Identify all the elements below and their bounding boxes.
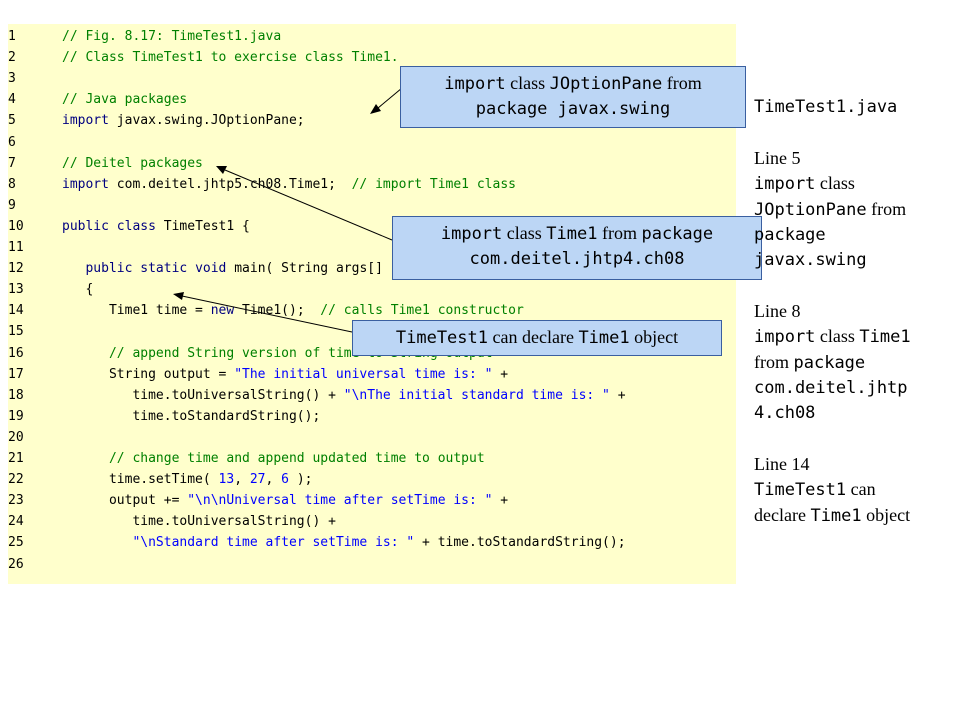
code-text: { — [62, 282, 94, 298]
line-number: 9 — [8, 197, 16, 213]
sidebar-title: TimeTest1.java — [754, 97, 898, 117]
code-text: // change time and append updated time t… — [108, 451, 485, 466]
line-number: 15 — [8, 324, 24, 340]
line-number: 17 — [8, 366, 24, 382]
code-text: public class TimeTest1 { — [62, 218, 250, 234]
note-heading: Line 5 — [754, 148, 801, 168]
line-number: 18 — [8, 387, 24, 403]
callout-package-name: package javax.swing — [475, 99, 671, 119]
line-number: 7 — [8, 155, 16, 171]
line-number: 14 — [8, 303, 24, 319]
code-text: time.toUniversalString() + — [62, 514, 336, 530]
callout-import-joptionpane: import class JOptionPane from package ja… — [400, 66, 746, 128]
callout-keyword: import — [440, 224, 503, 244]
note-text: class — [815, 326, 860, 346]
code-text: // Class TimeTest1 to exercise class Tim… — [62, 50, 399, 66]
line-number: 26 — [8, 556, 24, 572]
code-text: time.toStandardString(); — [62, 408, 321, 424]
callout-keyword: package — [641, 224, 714, 244]
callout-text: from — [597, 223, 642, 243]
note-package-name: com.deitel.jhtp — [754, 378, 908, 398]
callout-class-name: JOptionPane — [549, 74, 663, 94]
arrow-line-3 — [181, 295, 353, 333]
note-heading: Line 14 — [754, 454, 810, 474]
note-text: from — [866, 199, 907, 219]
callout-class-name: Time1 — [546, 224, 598, 244]
arrow-line-1 — [377, 87, 403, 109]
code-text: // Java packages — [62, 92, 188, 108]
line-number: 25 — [8, 535, 24, 551]
line-number: 20 — [8, 429, 24, 445]
code-text: Time1 time = new Time1(); // calls Time1… — [62, 303, 524, 319]
line-number: 11 — [8, 240, 24, 255]
callout-import-time1: import class Time1 from package com.deit… — [392, 216, 762, 280]
note-keyword: import — [754, 327, 816, 347]
callout-keyword: import — [444, 74, 506, 94]
line-number: 8 — [8, 176, 16, 192]
note-text: declare — [754, 505, 811, 525]
line-number: 6 — [8, 134, 16, 150]
line-number: 22 — [8, 472, 24, 488]
callout-declare-time1: TimeTest1 can declare Time1 object — [352, 320, 722, 356]
note-class-name: Time1 — [859, 327, 911, 347]
note-keyword: import — [754, 174, 816, 194]
code-text: time.toUniversalString() + "\nThe initia… — [62, 387, 626, 403]
note-text: class — [815, 173, 855, 193]
line-number: 2 — [8, 50, 16, 66]
note-keyword: package — [754, 225, 826, 245]
code-text: import com.deitel.jhtp5.ch08.Time1; // i… — [62, 176, 516, 192]
line-number: 19 — [8, 408, 24, 424]
note-text: from — [754, 352, 794, 372]
note-class-name: Time1 — [810, 506, 862, 526]
note-line-8: Line 8 import class Time1 from package c… — [754, 299, 960, 426]
line-number: 1 — [8, 29, 16, 44]
line-number: 5 — [8, 113, 16, 129]
code-text: // Deitel packages — [62, 155, 203, 171]
callout-package-name: com.deitel.jhtp4.ch08 — [469, 249, 685, 269]
note-line-5: Line 5 import class JOptionPane from pac… — [754, 146, 960, 273]
callout-class-name: TimeTest1 — [395, 328, 488, 348]
callout-class-name: Time1 — [578, 328, 630, 348]
arrow-head-1 — [370, 104, 381, 114]
code-text: // Fig. 8.17: TimeTest1.java — [62, 29, 282, 44]
line-number: 10 — [8, 218, 24, 234]
callout-text: from — [662, 73, 702, 93]
note-text: object — [861, 505, 911, 525]
sidebar-notes: TimeTest1.java Line 5 import class JOpti… — [754, 94, 960, 555]
arrow-head-3 — [173, 292, 184, 300]
sidebar-title-block: TimeTest1.java — [754, 94, 960, 120]
code-text: output += "\n\nUniversal time after setT… — [62, 493, 509, 509]
callout-text: object — [629, 327, 679, 347]
line-number: 24 — [8, 514, 24, 530]
note-keyword: package — [793, 353, 866, 373]
line-number: 13 — [8, 282, 24, 298]
arrow-line-2 — [224, 169, 393, 241]
note-class-name: TimeTest1 — [754, 480, 847, 500]
line-number: 16 — [8, 345, 24, 361]
line-number: 12 — [8, 261, 24, 277]
line-number: 4 — [8, 92, 16, 108]
code-text: String output = "The initial universal t… — [62, 366, 509, 382]
callout-text: class — [505, 73, 550, 93]
note-class-name: JOptionPane — [754, 200, 867, 220]
line-number: 21 — [8, 451, 24, 466]
note-package-name-cont: 4.ch08 — [754, 403, 816, 423]
note-heading: Line 8 — [754, 301, 801, 321]
code-text: "\nStandard time after setTime is: " + t… — [132, 535, 626, 551]
line-number: 3 — [8, 71, 16, 87]
callout-text: can declare — [488, 327, 579, 347]
note-text: can — [846, 479, 876, 499]
note-line-14: Line 14 TimeTest1 can declare Time1 obje… — [754, 452, 960, 529]
code-text: time.setTime( 13, 27, 6 ); — [62, 472, 313, 488]
arrow-head-2 — [216, 166, 227, 174]
callout-text: class — [502, 223, 547, 243]
code-text: import javax.swing.JOptionPane; — [62, 113, 305, 129]
line-number: 23 — [8, 493, 24, 509]
note-package-name: javax.swing — [754, 250, 867, 270]
